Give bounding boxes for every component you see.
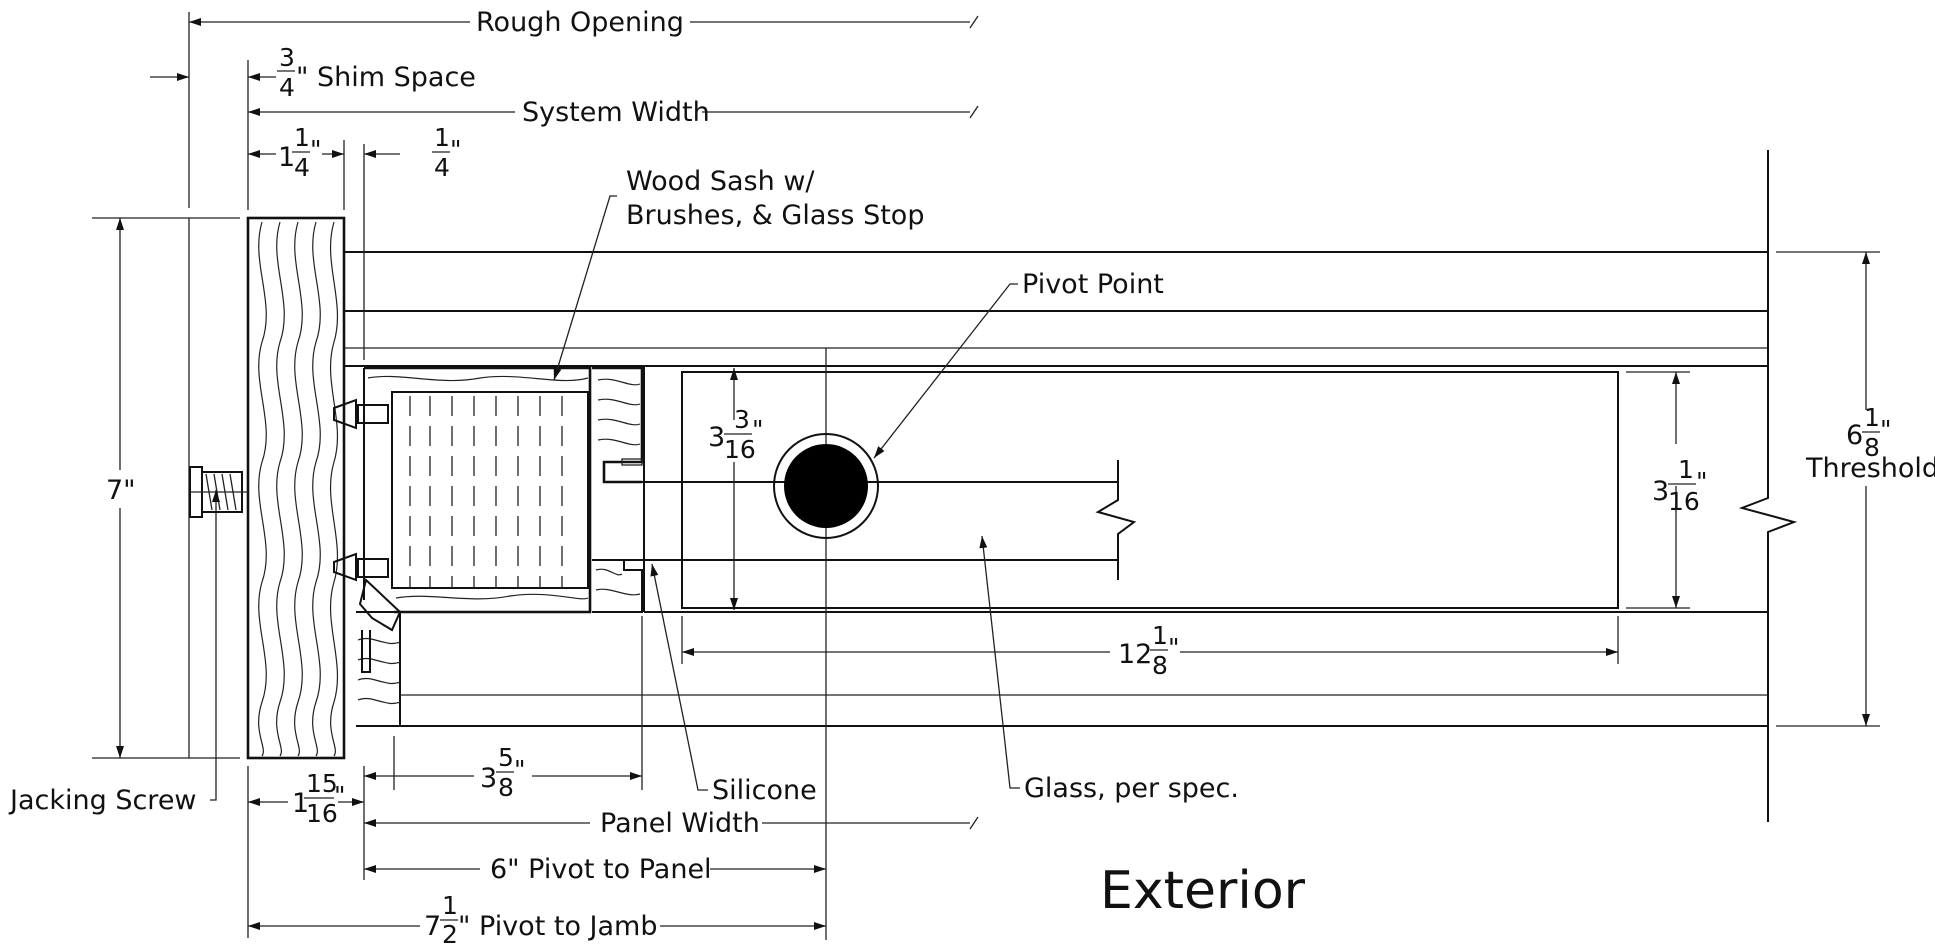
svg-text:16: 16 xyxy=(724,435,756,464)
pivot-to-jamb-label: 7 1 2 " Pivot to Jamb xyxy=(424,891,658,944)
stop-width-label: 1 15 16 " xyxy=(292,769,346,828)
svg-text:3: 3 xyxy=(1652,476,1669,507)
svg-text:3: 3 xyxy=(279,43,295,72)
svg-text:1: 1 xyxy=(442,891,458,920)
svg-text:8: 8 xyxy=(1152,651,1168,680)
svg-text:7: 7 xyxy=(424,911,441,942)
leader-lines xyxy=(210,195,1020,801)
svg-text:3: 3 xyxy=(734,405,750,434)
svg-text:": " xyxy=(334,781,346,810)
wood-sash xyxy=(363,366,645,614)
jacking-screw-callout: Jacking Screw xyxy=(8,785,197,816)
exterior-label: Exterior xyxy=(1100,861,1306,921)
dimension-lines xyxy=(92,12,1880,938)
pivot-point-callout: Pivot Point xyxy=(1022,269,1164,300)
svg-text:16: 16 xyxy=(306,799,338,828)
panel-width-label: Panel Width xyxy=(600,808,760,839)
svg-text:1: 1 xyxy=(1152,621,1168,650)
overall-height-label: 7" xyxy=(106,475,136,506)
wood-sash-callout-2: Brushes, & Glass Stop xyxy=(626,200,924,231)
pivot-to-panel-label: 6" Pivot to Panel xyxy=(490,854,712,885)
glass-callout: Glass, per spec. xyxy=(1024,773,1239,804)
break-line-right xyxy=(1738,150,1798,822)
wood-jamb xyxy=(246,216,346,760)
svg-text:": " xyxy=(752,415,764,444)
brush-hardware xyxy=(333,398,402,673)
sash-bottom-block xyxy=(356,611,401,727)
svg-text:8: 8 xyxy=(498,773,514,802)
svg-text:16: 16 xyxy=(1668,487,1700,516)
jacking-screw xyxy=(189,466,248,518)
system-width-label: System Width xyxy=(522,97,710,128)
svg-text:4: 4 xyxy=(294,153,310,182)
svg-text:": " xyxy=(310,135,322,164)
jamb-thickness-label: 1 1 4 " xyxy=(278,123,322,182)
svg-text:4: 4 xyxy=(434,153,450,182)
svg-text:8: 8 xyxy=(1864,433,1880,462)
shim-space-label: 3 4 " Shim Space xyxy=(277,43,476,102)
svg-text:3: 3 xyxy=(480,763,497,794)
svg-text:1: 1 xyxy=(434,123,450,152)
svg-text:5: 5 xyxy=(498,743,514,772)
svg-text:": " xyxy=(1880,415,1892,444)
glass-width-label: 12 1 8 " xyxy=(1118,621,1180,680)
svg-text:" Shim Space: " Shim Space xyxy=(296,62,476,93)
svg-text:1: 1 xyxy=(292,788,309,819)
svg-text:1: 1 xyxy=(1678,455,1694,484)
wood-sash-callout-1: Wood Sash w/ xyxy=(626,166,815,197)
svg-text:": " xyxy=(450,135,462,164)
svg-text:Threshold: Threshold xyxy=(1805,453,1935,484)
svg-text:": " xyxy=(1168,633,1180,662)
gap-label: 1 4 " xyxy=(432,123,462,182)
svg-text:": " xyxy=(1696,467,1708,496)
svg-text:6: 6 xyxy=(1846,420,1863,451)
svg-text:1: 1 xyxy=(1864,403,1880,432)
pivot-point-marker xyxy=(773,348,879,940)
glass-height-label: 3 1 16 " xyxy=(1652,455,1708,516)
silicone-callout: Silicone xyxy=(712,775,817,806)
svg-text:" Pivot to Jamb: " Pivot to Jamb xyxy=(458,911,658,942)
frame-rails xyxy=(343,251,1768,758)
svg-text:3: 3 xyxy=(708,422,725,453)
svg-text:": " xyxy=(514,755,526,784)
svg-text:4: 4 xyxy=(279,73,295,102)
sash-depth-label: 3 5 8 " xyxy=(480,743,526,802)
svg-text:1: 1 xyxy=(294,123,310,152)
svg-text:12: 12 xyxy=(1118,639,1152,670)
svg-text:15: 15 xyxy=(306,769,338,798)
svg-text:2: 2 xyxy=(442,920,458,944)
rough-opening-label: Rough Opening xyxy=(476,7,684,38)
svg-text:1: 1 xyxy=(278,142,295,173)
threshold-label: 6 1 8 " Threshold xyxy=(1805,403,1935,484)
sash-height-label: 3 3 16 " xyxy=(708,405,764,464)
glass-panel xyxy=(604,371,1619,609)
